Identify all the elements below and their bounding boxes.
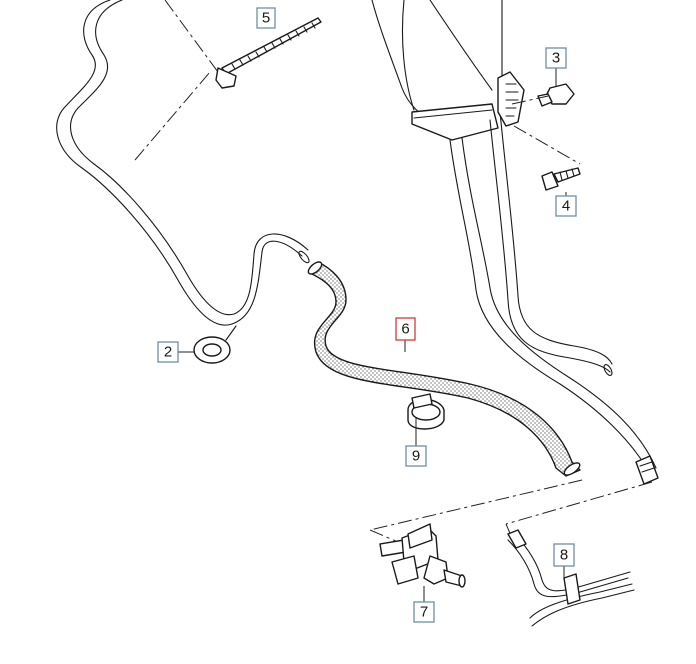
callout-label: 2 bbox=[164, 344, 172, 361]
callout-label: 5 bbox=[262, 10, 270, 27]
screw bbox=[541, 167, 581, 191]
cable-strap bbox=[215, 17, 322, 89]
callout-3: 3 bbox=[545, 47, 567, 69]
callout-label: 9 bbox=[412, 448, 420, 465]
callout-label: 6 bbox=[401, 321, 409, 338]
clip bbox=[537, 83, 575, 107]
callout-7: 7 bbox=[413, 601, 435, 623]
main-hose bbox=[307, 261, 581, 477]
pipe-with-clip bbox=[507, 529, 635, 627]
callout-5: 5 bbox=[256, 7, 276, 29]
vent-hose-left bbox=[56, 0, 310, 326]
solenoid-valve bbox=[379, 523, 466, 588]
callout-9: 9 bbox=[405, 445, 427, 467]
callout-label: 7 bbox=[420, 604, 428, 621]
callout-label: 3 bbox=[552, 50, 560, 67]
grommet bbox=[193, 336, 231, 364]
hose-clamp bbox=[407, 393, 445, 430]
callout-8: 8 bbox=[553, 543, 575, 567]
callout-label: 8 bbox=[560, 547, 568, 564]
right-pipe-assembly bbox=[371, 0, 659, 485]
callout-4: 4 bbox=[555, 195, 577, 217]
callout-label: 4 bbox=[562, 198, 570, 215]
callout-2: 2 bbox=[157, 341, 179, 363]
callout-6: 6 bbox=[395, 317, 416, 341]
